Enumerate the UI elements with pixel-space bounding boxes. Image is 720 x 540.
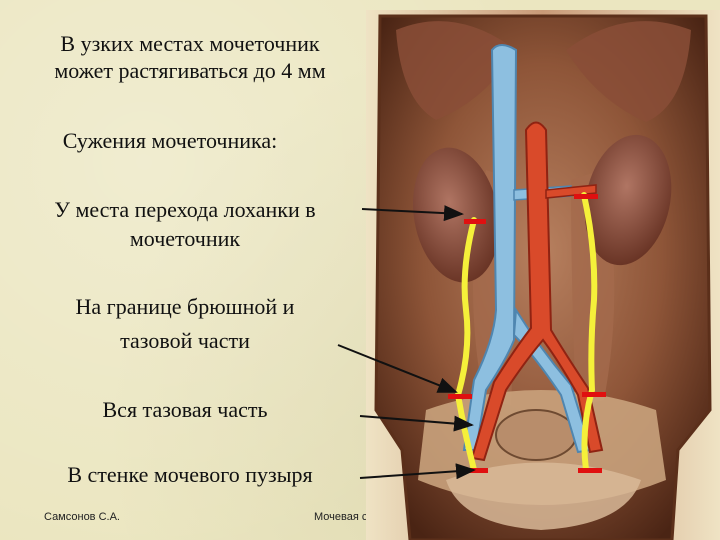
arrow-narrowing-3	[359, 415, 474, 432]
arrow-narrowing-2	[337, 344, 458, 393]
footer-author: Самсонов С.А.	[44, 511, 120, 523]
narrowing-4: В стенке мочевого пузыря	[67, 462, 313, 487]
vena-cava	[462, 44, 518, 451]
narrowing-1-line-2: мочеточник	[129, 226, 241, 251]
intro-line-1: В узких местах мочеточник	[60, 31, 320, 56]
narrowing-mark-right-3	[578, 468, 602, 473]
narrowing-mark-right-2	[582, 392, 606, 397]
ureter-right	[581, 192, 598, 473]
anatomy-svg	[366, 10, 720, 540]
kidney-right	[584, 134, 672, 266]
intro-line-2: может растягиваться до 4 мм	[54, 58, 326, 83]
footer-topic: Мочевая с.	[314, 511, 371, 523]
aorta	[470, 121, 604, 462]
arrow-narrowing-4	[359, 463, 476, 480]
slide-heading: Сужения мочеточника:	[62, 128, 278, 153]
narrowing-2-line-1: На границе брюшной и	[75, 294, 295, 319]
narrowing-3: Вся тазовая часть	[102, 397, 268, 422]
renal-artery	[545, 184, 597, 199]
diaphragm-left	[396, 21, 516, 121]
bladder	[446, 462, 641, 530]
narrowing-mark-left-2	[448, 394, 472, 399]
anatomy-illustration	[366, 10, 720, 540]
arrow-narrowing-1	[361, 205, 464, 222]
narrowing-mark-left-1	[464, 219, 486, 224]
narrowing-2-line-2: тазовой части	[120, 328, 250, 353]
narrowing-mark-right-1	[574, 194, 598, 199]
diaphragm-right	[566, 21, 691, 123]
narrowing-1-line-1: У места перехода лоханки в	[54, 197, 316, 222]
narrowing-mark-left-3	[464, 468, 488, 473]
